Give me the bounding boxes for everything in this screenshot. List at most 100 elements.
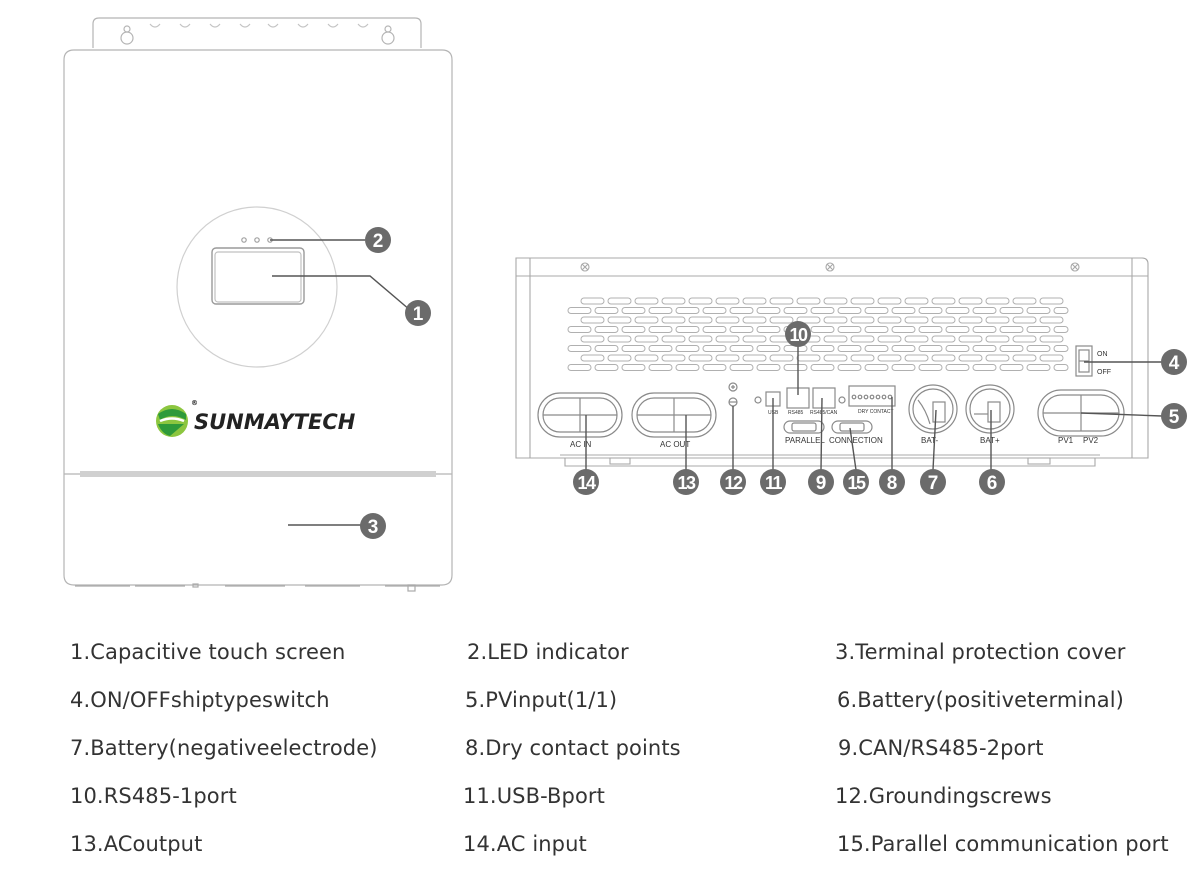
legend-item-7: 7.Battery(negativeelectrode) — [70, 736, 378, 760]
vent-slot — [661, 335, 686, 343]
logo-text: SUNMAYTECH — [194, 410, 356, 434]
vent-slot — [742, 297, 767, 305]
vent-slot — [891, 364, 916, 371]
vent-slot — [715, 297, 740, 305]
vent-slot — [1053, 326, 1069, 333]
vent-slot — [634, 335, 659, 343]
vent-slot — [688, 335, 713, 343]
vent-slot — [972, 326, 997, 333]
vent-slot — [1012, 297, 1037, 305]
vent-slot — [904, 354, 929, 362]
legend-item-11: 11.USB-Bport — [463, 784, 605, 808]
vent-slot — [1026, 307, 1051, 314]
inverter-diagram: ® SUNMAYTECH — [63, 17, 1187, 592]
vent-slot — [621, 364, 646, 371]
vent-slot — [756, 307, 781, 314]
vent-slot — [931, 297, 956, 305]
label-switch-off: OFF — [1097, 369, 1111, 376]
label-switch-on: ON — [1097, 351, 1108, 358]
vent-slot — [891, 307, 916, 314]
vent-slot — [729, 364, 754, 371]
vent-slot — [837, 307, 862, 314]
vent-slot — [675, 307, 700, 314]
marker-11: 11 — [760, 469, 786, 495]
vent-slot — [607, 335, 632, 343]
vent-slot — [594, 326, 619, 333]
vent-slot — [594, 364, 619, 371]
connection-db9-port — [831, 420, 873, 434]
vent-slot — [648, 364, 673, 371]
vent-slot — [621, 307, 646, 314]
vent-slot — [675, 326, 700, 333]
vent-slot — [837, 326, 862, 333]
vent-slot — [864, 307, 889, 314]
vent-slot — [918, 364, 943, 371]
vent-slot — [850, 297, 875, 305]
vent-slot — [972, 364, 997, 371]
parallel-db9-port — [783, 420, 825, 434]
vent-slot — [918, 326, 943, 333]
vent-slot — [864, 345, 889, 352]
vent-slot — [634, 316, 659, 324]
vent-slot — [567, 326, 592, 333]
vent-slot — [648, 326, 673, 333]
vent-slot — [999, 345, 1024, 352]
marker-12: 12 — [720, 469, 746, 495]
svg-text:10: 10 — [789, 325, 808, 345]
marker-7: 7 — [920, 469, 946, 495]
bottom-body — [515, 257, 1149, 459]
vent-slot — [661, 316, 686, 324]
display-bezel — [176, 206, 338, 368]
vent-slot — [594, 307, 619, 314]
vent-slot — [850, 354, 875, 362]
vent-slot — [688, 297, 713, 305]
vent-slot — [1053, 307, 1069, 314]
vent-slot — [931, 335, 956, 343]
vent-slot — [904, 297, 929, 305]
marker-5: 5 — [1161, 403, 1187, 429]
vent-slot — [607, 297, 632, 305]
front-bottom-detail — [75, 583, 440, 592]
vent-slot — [580, 354, 605, 362]
vent-slot — [945, 326, 970, 333]
vent-slot — [729, 345, 754, 352]
leader-lines — [270, 239, 1163, 526]
label-pv1: PV1 — [1058, 436, 1074, 445]
vent-slot — [1012, 316, 1037, 324]
legend-item-9: 9.CAN/RS485-2port — [838, 736, 1044, 760]
vent-slot — [1012, 354, 1037, 362]
vent-slot — [999, 307, 1024, 314]
vent-slot — [823, 354, 848, 362]
vent-slot — [958, 354, 983, 362]
marker-15: 15 — [843, 469, 869, 495]
label-bat-plus: BAT+ — [980, 436, 1000, 445]
vent-slot — [1053, 345, 1069, 352]
legend-item-8: 8.Dry contact points — [465, 736, 681, 760]
bat-minus-terminal — [908, 384, 958, 434]
vent-slot — [661, 354, 686, 362]
vent-slot — [931, 354, 956, 362]
vent-slot — [945, 364, 970, 371]
vent-slot — [958, 297, 983, 305]
vent-slot — [1039, 297, 1064, 305]
vent-slot — [702, 307, 727, 314]
vent-slot — [607, 354, 632, 362]
marker-10: 10 — [785, 321, 811, 347]
vent-slot — [810, 326, 835, 333]
vent-slot — [580, 335, 605, 343]
label-rs485: RS485 — [788, 410, 804, 416]
vent-slot — [891, 345, 916, 352]
label-pv2: PV2 — [1083, 436, 1099, 445]
marker-3: 3 — [360, 513, 386, 539]
front-body — [63, 49, 453, 586]
vent-slot — [877, 354, 902, 362]
vent-slot — [850, 316, 875, 324]
dry-contact-terminal — [848, 385, 896, 407]
vent-slot — [783, 307, 808, 314]
vent-slot — [688, 316, 713, 324]
vent-slot — [823, 316, 848, 324]
vent-slot — [634, 354, 659, 362]
label-ac-out: AC OUT — [660, 440, 690, 449]
vent-slot — [715, 316, 740, 324]
on-off-switch — [1075, 345, 1093, 377]
